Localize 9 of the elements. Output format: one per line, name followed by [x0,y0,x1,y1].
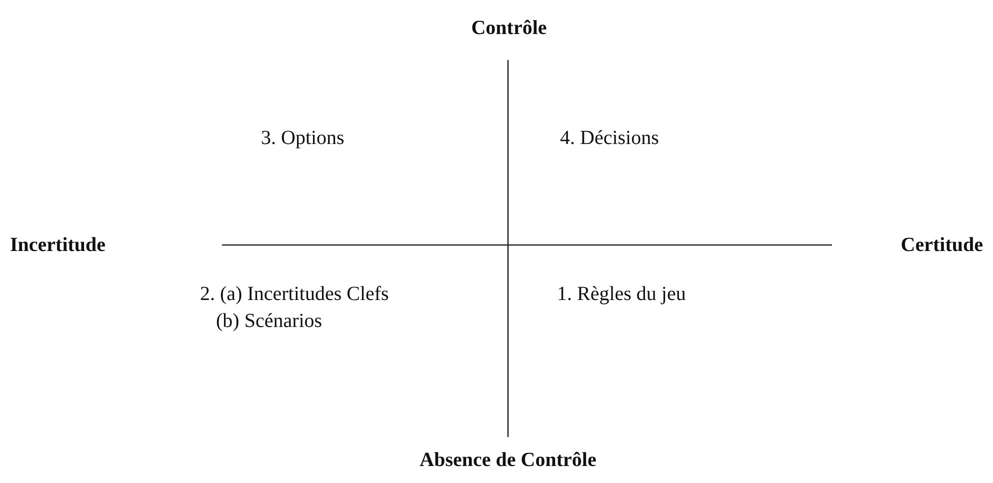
quadrant-label: 3. Options [261,126,344,150]
quadrant-label: (b) Scénarios [216,309,322,333]
quadrant-label: 1. Règles du jeu [557,282,686,306]
axis-label: Absence de Contrôle [420,448,596,472]
axis-label: Incertitude [10,233,106,257]
quadrant-label: 4. Décisions [560,126,659,150]
axis-label: Contrôle [471,16,547,40]
axis-label: Certitude [900,233,983,257]
quadrant-label: 2. (a) Incertitudes Clefs [200,282,389,306]
